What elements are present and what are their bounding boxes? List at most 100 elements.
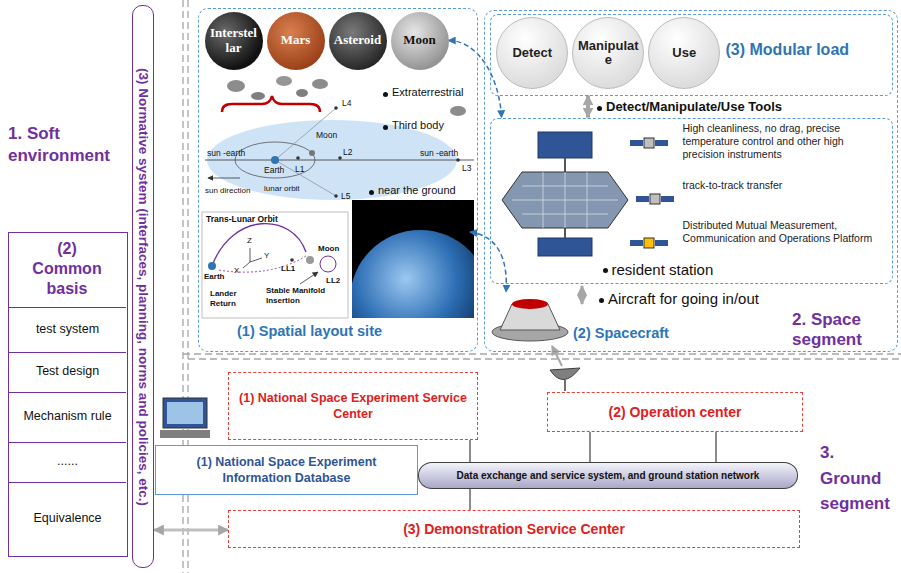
connector [589, 432, 590, 462]
bullet-dot [383, 125, 388, 130]
label-text: sun -earth [420, 148, 458, 158]
table-row: Mechanism rule [9, 392, 126, 442]
tool-circle: Detect [496, 17, 568, 89]
antenna-dish [550, 368, 580, 380]
table-row: test system [9, 307, 126, 352]
node-text: (3) Demonstration Service Center [395, 520, 633, 538]
label-text: Z [247, 236, 252, 245]
label-text: 2. Space segment [792, 310, 892, 351]
label-text: L4 [342, 98, 351, 108]
label-text: L5 [341, 191, 350, 201]
tool-circle: Manipulate [572, 17, 644, 89]
node-text: (3) Normative system (interfaces, planni… [136, 67, 151, 505]
node-text: Mechanism rule [17, 409, 117, 425]
label-text: L1 [295, 164, 304, 174]
label-text: Extraterrestrial [392, 86, 464, 98]
label-text: 3. Ground segment [820, 440, 896, 517]
label-text: Trans-Lunar Orbit [206, 214, 278, 224]
node-text: (2) Common basis [27, 239, 107, 299]
label-text: Y [264, 251, 269, 260]
asteroid [312, 79, 328, 89]
connector [469, 440, 470, 462]
network-pipe: Data exchange and service system, and gr… [418, 462, 798, 489]
connector [586, 96, 590, 118]
node-text: Manipulate [577, 39, 639, 68]
label-text: Detect/Manipulate/Use Tools [606, 99, 782, 114]
asteroid [450, 106, 466, 116]
group-box: (2) Common basis test systemTest designMe… [8, 232, 128, 557]
solar-array [538, 132, 592, 158]
ground-box: (1) National Space Experiment Service Ce… [228, 372, 478, 440]
space-station [502, 172, 628, 228]
lagrange-point [456, 158, 460, 162]
node-text: Detect [512, 46, 552, 60]
asteroid-bracket [222, 96, 320, 112]
node-text: (1) National Space Experiment Informatio… [156, 454, 417, 487]
transfer-double-arrow [581, 286, 584, 304]
moon-dot [306, 256, 314, 264]
node-text: track-to-track transfer [683, 179, 888, 192]
table-row: Equivalence [9, 482, 126, 555]
bullet-dot [599, 298, 604, 303]
inset-frame [202, 212, 348, 318]
lunar-orbit [235, 142, 315, 178]
computer-monitor [163, 398, 207, 428]
table-row: ...... [9, 442, 126, 482]
lagrange-point [290, 258, 294, 262]
module-box: (3) Modular loadDetectManipulateUse [490, 14, 893, 96]
earth-photo [352, 230, 474, 318]
halo-orbit [320, 256, 336, 272]
node-text: (2) Operation center [600, 403, 749, 421]
connector [154, 529, 228, 532]
label-text: Lander Return [210, 289, 255, 308]
node-text: Mars [281, 33, 311, 47]
label-text: X [234, 266, 239, 275]
label-text: Moon [318, 244, 339, 253]
label-text: Moon [316, 130, 337, 140]
satellite-panel [661, 196, 674, 202]
node-text: (1) National Space Experiment Service Ce… [229, 390, 477, 423]
asteroid [227, 80, 245, 92]
asteroid [276, 76, 292, 86]
divider-line [188, 358, 901, 359]
label-text: LL1 [281, 264, 295, 273]
ground-box: (2) Operation center [547, 392, 803, 432]
node-text: Equivalence [27, 511, 107, 527]
label-text: Aircraft for going in/out [608, 290, 759, 307]
station-box: High cleanliness, no drag, precise tempe… [490, 118, 893, 284]
sun-direction-arrow [208, 178, 240, 179]
lagrange-point [334, 194, 338, 198]
satellite-panel [655, 140, 668, 146]
label-text: Earth [264, 165, 284, 175]
label-text: lunar orbit [264, 184, 300, 193]
node-text: Data exchange and service system, and gr… [457, 470, 760, 481]
label-text: sun direction [205, 186, 250, 195]
region-box: (1) Spatial layout siteInterstellarMarsA… [198, 8, 478, 352]
axis [243, 262, 250, 268]
node-text: Distributed Mutual Measurement, Communic… [683, 219, 888, 245]
label-text: near the ground [378, 184, 456, 196]
satellite-panel [655, 240, 668, 246]
satellite-body [644, 238, 654, 248]
node-text: (1) Spatial layout site [237, 323, 382, 339]
node-text: Test design [30, 364, 105, 380]
label-text: L2 [343, 147, 352, 157]
axis [250, 248, 251, 262]
solar-array [538, 238, 592, 256]
node-text: High cleanliness, no drag, precise tempe… [683, 122, 888, 161]
trans-lunar-orbit [212, 224, 306, 266]
leader-line [300, 272, 318, 284]
tool-circle: Use [648, 17, 720, 89]
label-text: Stable Manifold Insertion [266, 286, 346, 305]
earth-dot [208, 262, 216, 270]
asteroid [251, 92, 265, 100]
lander-return [218, 256, 306, 272]
label-text: L3 [462, 163, 471, 173]
satellite-panel [630, 140, 643, 146]
satellite-panel [630, 240, 643, 246]
label-text: 1. Soft environment [8, 123, 123, 167]
node-text: ...... [51, 454, 84, 470]
connector [715, 432, 716, 462]
planet-circle: Mars [267, 12, 325, 70]
